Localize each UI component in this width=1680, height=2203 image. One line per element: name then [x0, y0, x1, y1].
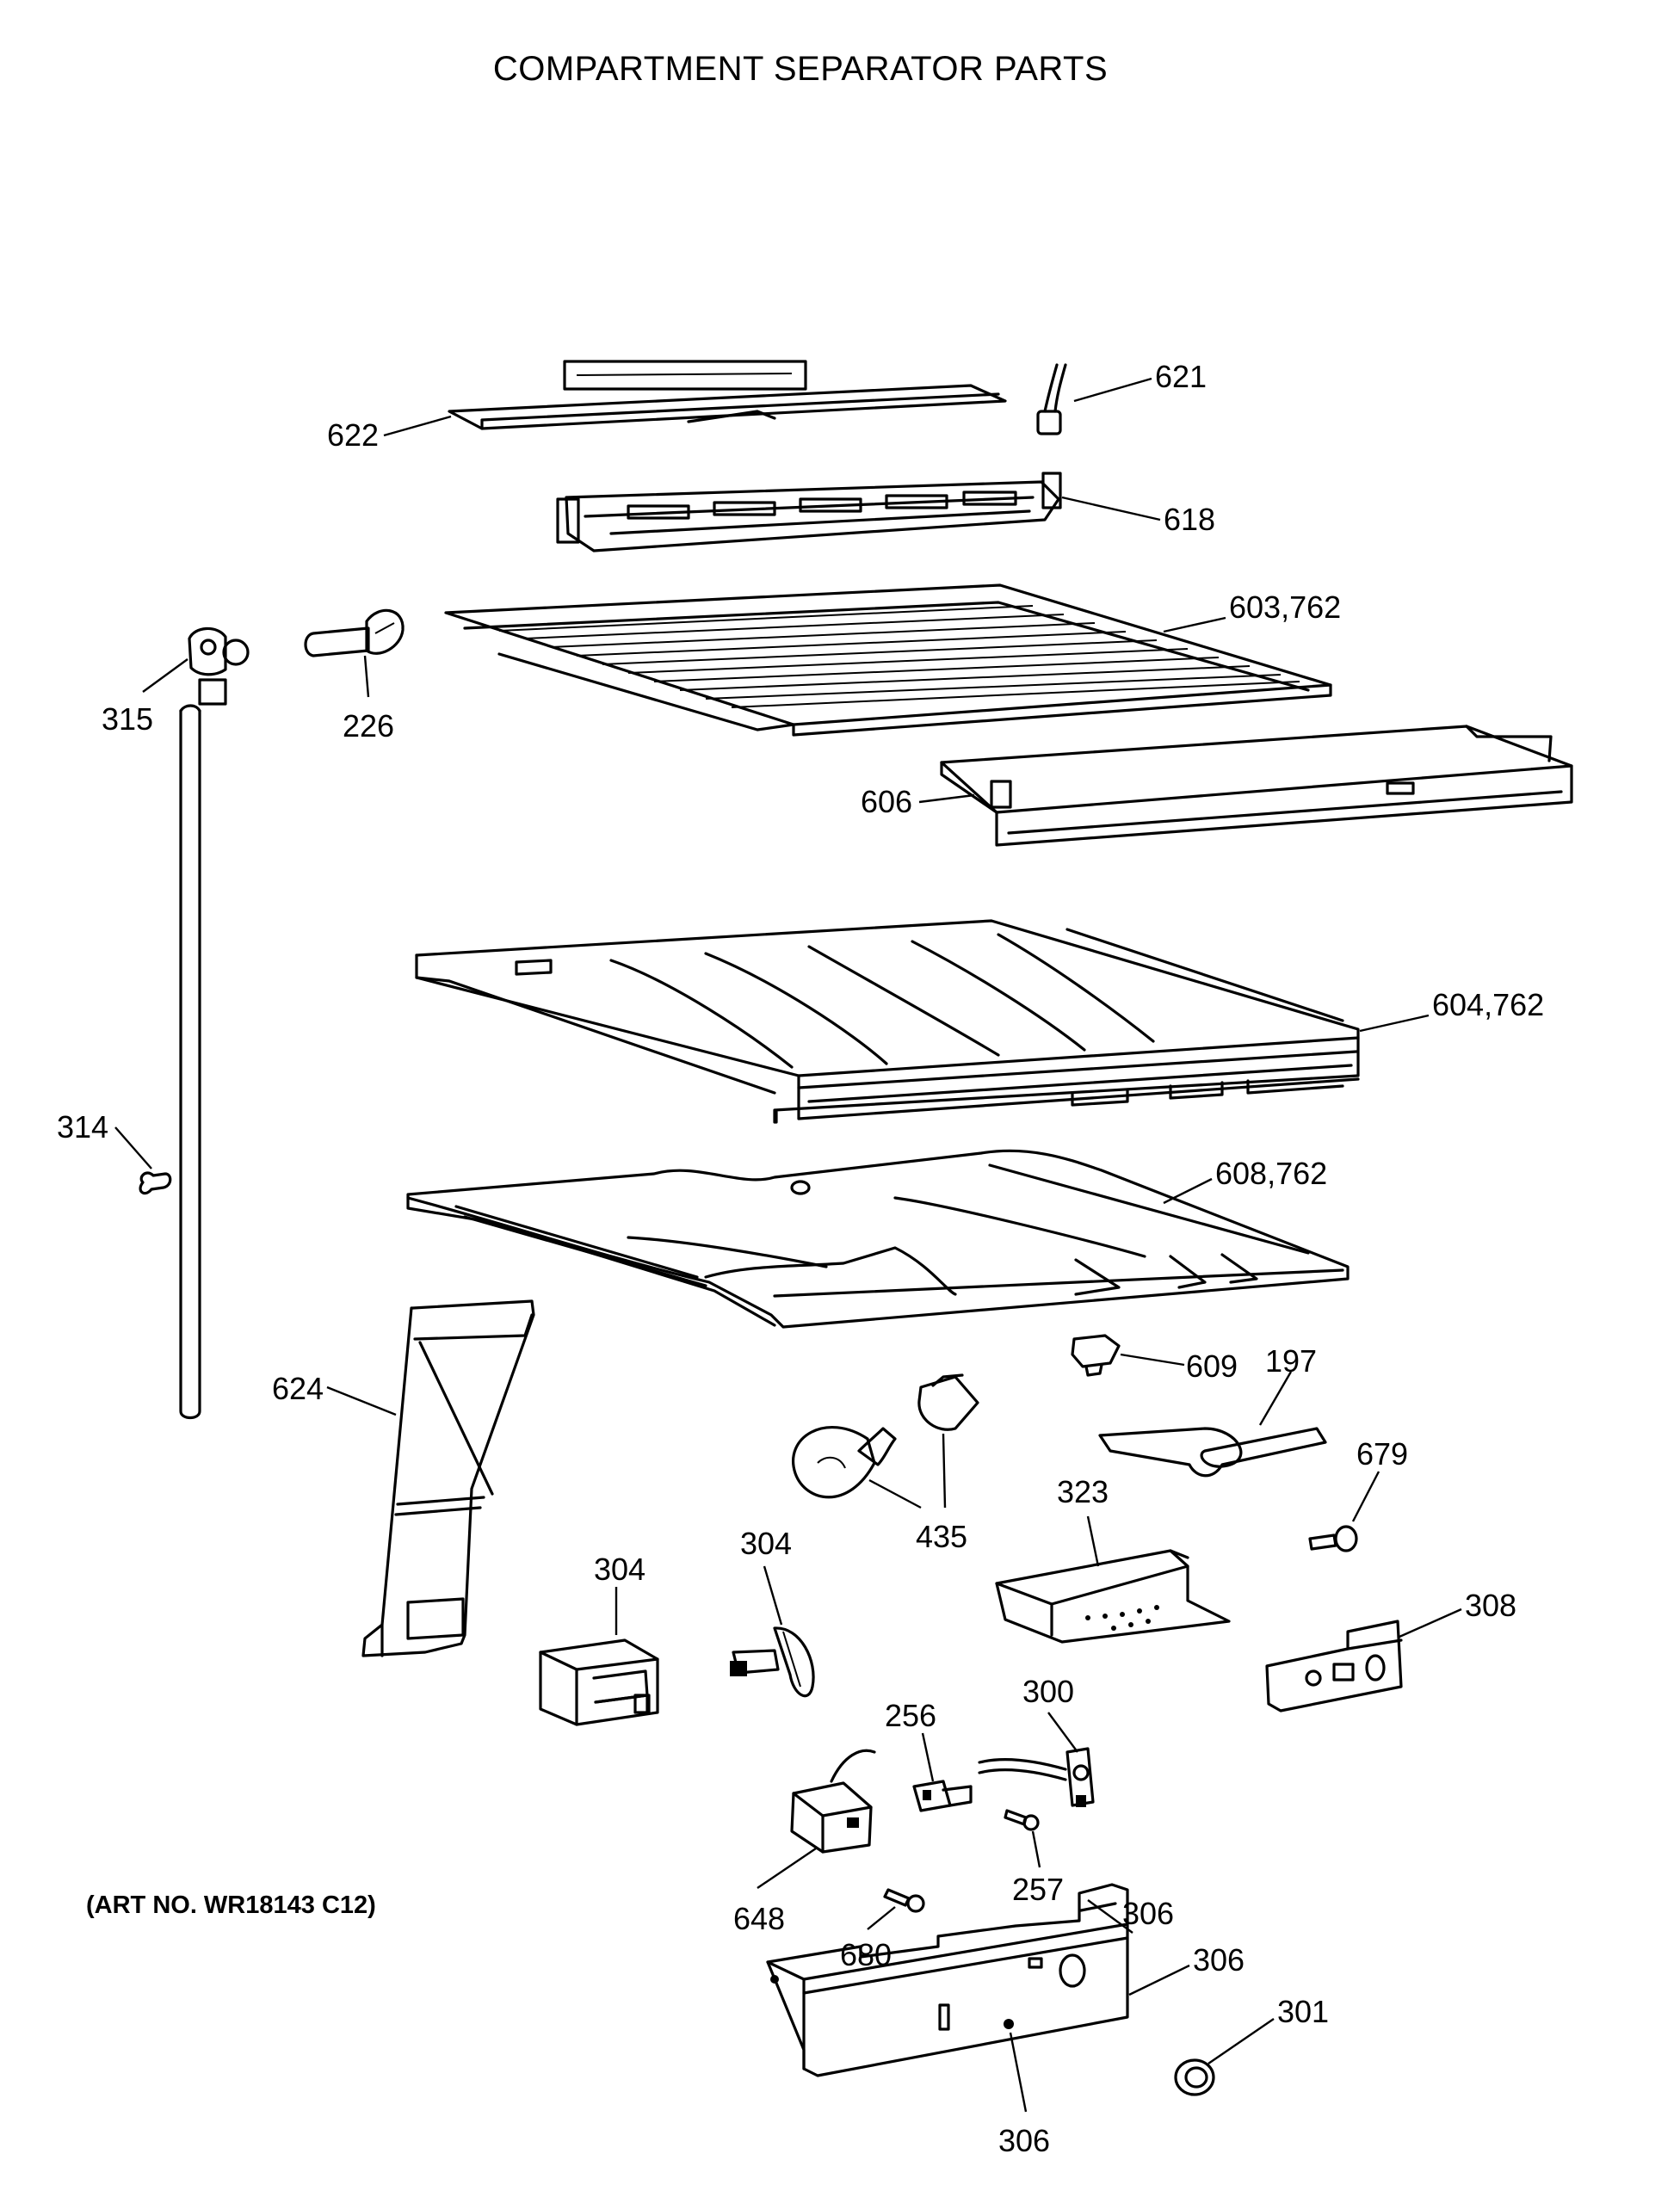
part-622-cover — [448, 360, 1007, 430]
part-256-switch — [912, 1780, 973, 1812]
leader-lines — [114, 377, 1462, 2113]
leader-680 — [867, 1906, 896, 1930]
part-624-bracket — [361, 1299, 535, 1657]
part-618-rail — [556, 472, 1062, 552]
leader-306b — [1128, 1964, 1190, 1996]
leader-609 — [1120, 1353, 1185, 1367]
part-306-housing — [766, 1883, 1129, 2077]
part-435-socket — [917, 1373, 979, 1431]
callout-304b: 304 — [740, 1526, 792, 1561]
callout-606: 606 — [861, 784, 912, 819]
leader-624 — [326, 1385, 397, 1416]
part-680-screw — [883, 1888, 925, 1913]
leader-435a — [868, 1478, 922, 1509]
leader-308 — [1399, 1608, 1462, 1638]
leader-621 — [1073, 377, 1152, 403]
part-304-shield — [539, 1638, 659, 1726]
part-315-bracket — [188, 626, 250, 706]
part-621-tube — [1036, 363, 1067, 435]
part-603-shelf — [444, 583, 1332, 737]
callout-306c: 306 — [998, 2123, 1050, 2158]
leader-679 — [1351, 1471, 1380, 1522]
callout-323: 323 — [1057, 1474, 1109, 1509]
leader-306a — [1087, 1899, 1133, 1934]
leader-301 — [1208, 2018, 1275, 2064]
leader-315 — [142, 658, 188, 693]
callout-679: 679 — [1356, 1436, 1408, 1472]
leader-323 — [1086, 1515, 1100, 1567]
callout-314: 314 — [57, 1109, 108, 1145]
page-title: COMPARTMENT SEPARATOR PARTS — [492, 50, 1109, 88]
part-609-clip — [1071, 1334, 1121, 1377]
callout-labels: 622 621 618 603,762 315 226 606 604,762 … — [57, 359, 1544, 2158]
part-608-shelf — [406, 1149, 1350, 1329]
art-number: (ART NO. WR18143 C12) — [86, 1891, 376, 1919]
part-257-screw — [1004, 1809, 1040, 1831]
callout-301: 301 — [1277, 1994, 1329, 2029]
leader-435b — [942, 1433, 947, 1509]
callout-306b: 306 — [1193, 1942, 1245, 1978]
part-323-housing — [995, 1549, 1231, 1644]
leader-618 — [1061, 496, 1161, 521]
callout-680: 680 — [840, 1937, 892, 1972]
part-226-pin — [304, 608, 405, 657]
part-308-plate — [1265, 1620, 1403, 1712]
leader-257 — [1031, 1830, 1041, 1868]
callout-304a: 304 — [594, 1552, 645, 1587]
leader-256 — [921, 1732, 935, 1782]
callout-621: 621 — [1155, 359, 1207, 394]
callout-308: 308 — [1465, 1588, 1516, 1623]
part-648-motor — [790, 1749, 876, 1854]
callout-435: 435 — [916, 1519, 967, 1554]
part-604-shelf — [415, 919, 1360, 1124]
callout-197: 197 — [1265, 1343, 1317, 1379]
leader-306c — [1009, 2032, 1028, 2113]
leader-197 — [1258, 1371, 1293, 1426]
part-314-clip — [139, 1171, 172, 1195]
callout-648: 648 — [733, 1901, 785, 1936]
part-314-rod — [179, 704, 201, 1420]
part-679-screw — [1308, 1525, 1358, 1552]
callout-608: 608,762 — [1215, 1156, 1327, 1191]
leader-314 — [114, 1126, 152, 1169]
callout-315: 315 — [102, 701, 153, 737]
callout-622: 622 — [327, 417, 379, 453]
leader-622 — [383, 415, 452, 437]
callout-603: 603,762 — [1229, 589, 1341, 625]
callout-618: 618 — [1164, 502, 1215, 537]
leader-648 — [757, 1848, 817, 1889]
callout-300: 300 — [1022, 1674, 1074, 1709]
leader-226 — [363, 655, 370, 698]
part-435-bulb — [792, 1426, 897, 1499]
part-606-drawer — [940, 725, 1573, 847]
callout-609: 609 — [1186, 1348, 1238, 1384]
callout-306a: 306 — [1122, 1896, 1174, 1931]
leader-300 — [1047, 1712, 1078, 1753]
part-197-wire — [1098, 1427, 1327, 1478]
part-300-switch — [978, 1747, 1095, 1807]
part-301-knob — [1174, 2058, 1215, 2096]
leader-606 — [918, 793, 975, 804]
callout-226: 226 — [343, 708, 394, 744]
leader-608 — [1163, 1177, 1213, 1205]
callout-604: 604,762 — [1432, 987, 1544, 1022]
part-304-knob — [730, 1626, 815, 1698]
leader-604 — [1359, 1014, 1430, 1033]
callout-624: 624 — [272, 1371, 324, 1406]
callout-256: 256 — [885, 1698, 936, 1733]
leader-603 — [1163, 616, 1226, 633]
leader-304b — [763, 1565, 783, 1626]
callout-257: 257 — [1012, 1872, 1064, 1907]
